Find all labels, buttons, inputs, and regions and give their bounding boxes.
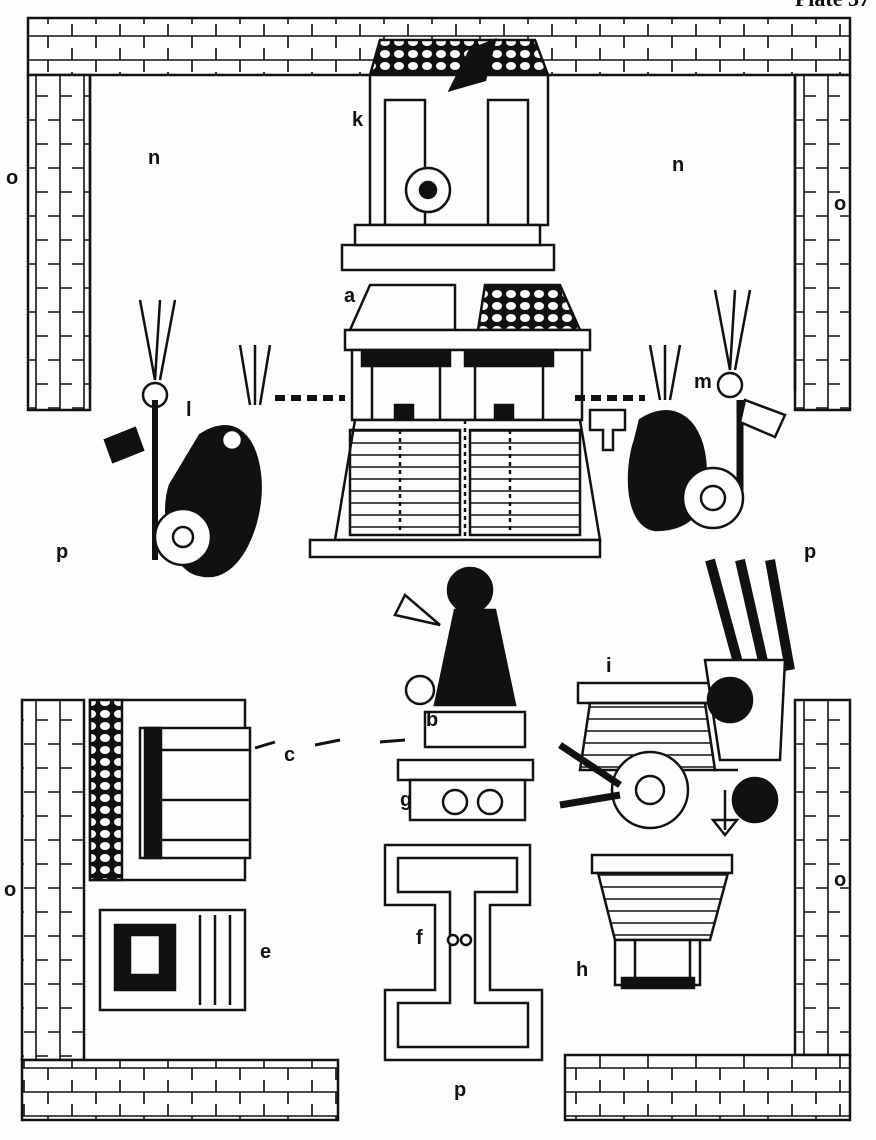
label-n: n xyxy=(148,147,161,169)
label-o: o xyxy=(834,869,847,891)
label-b: b xyxy=(426,709,439,731)
bottom-right-wall xyxy=(563,698,852,1122)
label-l: l xyxy=(186,399,192,421)
label-c: c xyxy=(284,744,296,766)
label-i: i xyxy=(606,655,612,677)
label-n: n xyxy=(672,154,685,176)
priest-b xyxy=(254,566,535,822)
label-a: a xyxy=(344,285,356,307)
label-p: p xyxy=(56,541,69,563)
label-p: p xyxy=(804,541,817,563)
label-o: o xyxy=(6,167,19,189)
building-e xyxy=(98,908,247,1012)
temple-h xyxy=(590,853,734,990)
label-p: p xyxy=(454,1079,467,1101)
label-e: e xyxy=(260,941,272,963)
plate-number: Plate 37 xyxy=(795,0,870,12)
label-h: h xyxy=(576,959,589,981)
bottom-left-wall xyxy=(20,698,340,1122)
label-m: m xyxy=(694,371,712,393)
label-o: o xyxy=(834,193,847,215)
sacrificed-figure xyxy=(703,558,795,838)
temple-a xyxy=(275,283,645,559)
ball-court-f xyxy=(383,843,544,1062)
warrior-m xyxy=(627,289,787,532)
warrior-l xyxy=(103,299,272,578)
platform-i xyxy=(558,681,720,830)
temple-k xyxy=(340,37,556,272)
label-k: k xyxy=(352,109,364,131)
label-o: o xyxy=(4,879,17,901)
label-g: g xyxy=(400,789,413,811)
building-c xyxy=(88,698,252,882)
label-f: f xyxy=(416,927,423,949)
